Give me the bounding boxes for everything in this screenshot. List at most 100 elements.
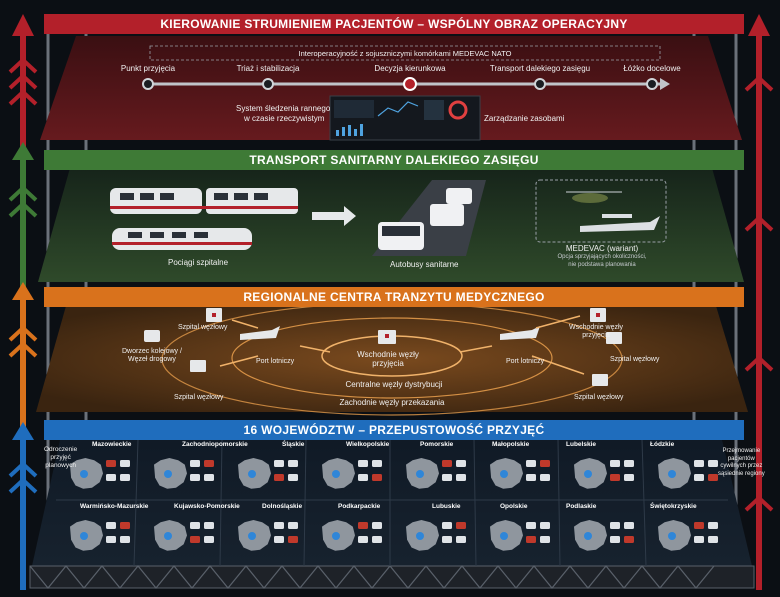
step-decision: Decyzja kierunkowa	[374, 64, 445, 73]
voivodeship-pomorskie: Pomorskie	[420, 441, 453, 448]
capacity-bed-icon	[120, 522, 130, 529]
capacity-bed-icon	[204, 536, 214, 543]
capacity-bed-icon	[442, 536, 452, 543]
voivodeship-kujawsko-pomorskie: Kujawsko-Pomorskie	[174, 503, 240, 510]
capacity-bed-icon	[708, 522, 718, 529]
region-highlight	[500, 532, 508, 540]
voivodeship-opolskie: Opolskie	[500, 503, 527, 510]
region-highlight	[248, 470, 256, 478]
hospital-hub-top-left: Szpital węzłowy	[178, 324, 227, 331]
layer3-banner: REGIONALNE CENTRA TRANZYTU MEDYCZNEGO	[44, 287, 744, 307]
capacity-bed-icon	[190, 460, 200, 467]
tracking-label-2: w czasie rzeczywistym	[244, 114, 324, 123]
region-highlight	[500, 470, 508, 478]
capacity-bed-icon	[708, 536, 718, 543]
capacity-bed-icon	[204, 474, 214, 481]
capacity-bed-icon	[106, 460, 116, 467]
voivodeship-slaskie: Śląskie	[282, 441, 304, 448]
region-highlight	[668, 470, 676, 478]
step-intake: Punkt przyjęcia	[121, 64, 175, 73]
capacity-bed-icon	[456, 474, 466, 481]
right-note-1: Przejmowanie	[718, 448, 765, 456]
capacity-bed-icon	[358, 536, 368, 543]
right-note-3: cywilnych przez	[718, 463, 765, 471]
hospital-hub-right: Szpital węzłowy	[610, 356, 659, 363]
capacity-bed-icon	[526, 460, 536, 467]
capacity-bed-icon	[708, 474, 718, 481]
capacity-bed-icon	[204, 522, 214, 529]
capacity-bed-icon	[442, 460, 452, 467]
step-triage: Triaż i stabilizacja	[237, 64, 300, 73]
hospital-hub-bottom-left: Szpital węzłowy	[174, 394, 223, 401]
capacity-bed-icon	[540, 460, 550, 467]
medevac-note-2: nie podstawa planowania	[568, 262, 635, 268]
capacity-bed-icon	[274, 460, 284, 467]
tracking-dashboard	[330, 96, 480, 140]
region-highlight	[164, 470, 172, 478]
left-note-1: Odroczenie	[44, 446, 77, 454]
trains-label: Pociągi szpitalne	[168, 258, 228, 267]
central-hubs-label: Centralne węzły dystrybucji	[346, 380, 443, 389]
region-highlight	[80, 470, 88, 478]
voivodeship-lodzkie: Łódzkie	[650, 441, 674, 448]
capacity-bed-icon	[540, 536, 550, 543]
capacity-bed-icon	[708, 460, 718, 467]
region-highlight	[416, 470, 424, 478]
interop-label: Interoperacyjność z sojuszniczymi komórk…	[299, 49, 512, 58]
region-highlight	[80, 532, 88, 540]
capacity-bed-icon	[456, 522, 466, 529]
medevac-note-1: Opcja sprzyjających okoliczności,	[557, 254, 646, 260]
capacity-bed-icon	[120, 536, 130, 543]
capacity-bed-icon	[540, 474, 550, 481]
voivodeship-swietokrzyskie: Świętokrzyskie	[650, 503, 697, 510]
capacity-bed-icon	[358, 460, 368, 467]
capacity-bed-icon	[442, 474, 452, 481]
capacity-bed-icon	[288, 460, 298, 467]
capacity-bed-icon	[120, 460, 130, 467]
right-note: Przejmowanie pacjentów cywilnych przez s…	[718, 448, 765, 478]
right-note-2: pacjentów	[718, 456, 765, 464]
capacity-bed-icon	[526, 474, 536, 481]
capacity-bed-icon	[274, 474, 284, 481]
capacity-bed-icon	[610, 522, 620, 529]
capacity-bed-icon	[358, 522, 368, 529]
capacity-bed-icon	[610, 474, 620, 481]
capacity-bed-icon	[624, 536, 634, 543]
capacity-bed-icon	[624, 474, 634, 481]
voivodeship-zachodniopomorskie: Zachodniopomorskie	[182, 441, 248, 448]
voivodeship-dolnoslaskie: Dolnośląskie	[262, 503, 302, 510]
capacity-bed-icon	[694, 460, 704, 467]
step-bed: Łóżko docelowe	[623, 64, 680, 73]
capacity-bed-icon	[288, 536, 298, 543]
left-note-2: przyjęć	[44, 454, 77, 462]
layer2-banner: TRANSPORT SANITARNY DALEKIEGO ZASIĘGU	[44, 150, 744, 170]
region-highlight	[332, 532, 340, 540]
capacity-bed-icon	[106, 536, 116, 543]
voivodeship-podlaskie: Podlaskie	[566, 503, 596, 510]
voivodeship-wielkopolskie: Wielkopolskie	[346, 441, 389, 448]
hospital-hub-bottom-right: Szpital węzłowy	[574, 394, 623, 401]
region-highlight	[248, 532, 256, 540]
region-highlight	[584, 532, 592, 540]
capacity-bed-icon	[610, 460, 620, 467]
left-note-3: planowych	[44, 462, 77, 470]
right-flow-arrows	[746, 14, 772, 590]
capacity-bed-icon	[288, 474, 298, 481]
capacity-bed-icon	[274, 536, 284, 543]
capacity-bed-icon	[106, 522, 116, 529]
capacity-bed-icon	[190, 536, 200, 543]
station-label-2: Węzeł drogowy	[128, 356, 176, 363]
capacity-bed-icon	[624, 460, 634, 467]
capacity-bed-icon	[288, 522, 298, 529]
voivodeship-lubuskie: Lubuskie	[432, 503, 461, 510]
capacity-bed-icon	[372, 522, 382, 529]
capacity-bed-icon	[120, 474, 130, 481]
layer4-banner: 16 WOJEWÓDZTW – PRZEPUSTOWOŚĆ PRZYJĘĆ	[44, 420, 744, 440]
station-label-1: Dworzec kolejowy /	[122, 348, 182, 355]
east-hubs-center-1: Wschodnie węzły	[357, 350, 419, 359]
airport-right: Port lotniczy	[506, 358, 544, 365]
capacity-bed-icon	[624, 522, 634, 529]
tracking-label-1: System śledzenia rannego	[236, 104, 330, 113]
airport-left: Port lotniczy	[256, 358, 294, 365]
region-highlight	[416, 532, 424, 540]
